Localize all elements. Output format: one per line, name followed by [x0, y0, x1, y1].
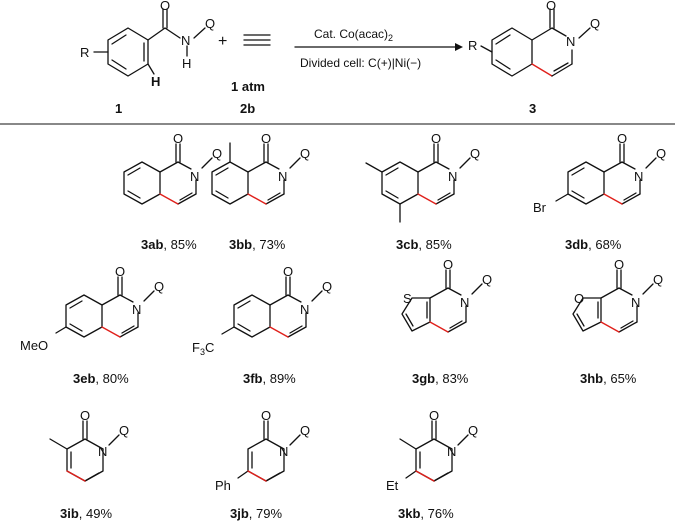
atom-q-3cb: Q — [470, 146, 480, 161]
substituent-et: Et — [386, 478, 399, 493]
atom-n-3db: N — [634, 169, 643, 184]
atom-o-3jb: O — [261, 408, 271, 423]
new-bond-3cb — [417, 193, 437, 205]
caption-3ib: 3ib, 49% — [60, 506, 112, 521]
atom-n-3fb: N — [300, 302, 309, 317]
atom-n: N — [181, 33, 190, 48]
reagent-pressure: 1 atm — [231, 79, 265, 94]
structure-3ib — [49, 420, 120, 482]
reactant-1-structure — [93, 8, 206, 77]
new-bond-3gb — [429, 321, 449, 333]
new-bond-3ab — [159, 193, 179, 205]
new-bond-3ib — [66, 470, 86, 482]
atom-h-ortho: H — [151, 74, 160, 89]
structure-3hb — [572, 269, 654, 333]
caption-3eb: 3eb, 80% — [73, 371, 129, 386]
new-bond-3kb — [415, 470, 435, 482]
atom-o-3fb: O — [283, 264, 293, 279]
new-bond-3fb — [269, 326, 289, 338]
atom-n-3hb: N — [631, 295, 640, 310]
structure-3fb — [221, 276, 323, 338]
atom-o-3hb: O — [614, 257, 624, 272]
atom-s-3gb: S — [403, 291, 412, 306]
atom-o-3ib: O — [80, 408, 90, 423]
substituent-meo: MeO — [20, 338, 48, 353]
structure-3gb — [401, 269, 483, 333]
atom-r: R — [80, 45, 89, 60]
caption-3bb: 3bb, 73% — [229, 237, 286, 252]
structure-3bb — [211, 142, 301, 205]
atom-o-3kb: O — [429, 408, 439, 423]
conditions-catalyst: Cat. Co(acac)2 — [314, 27, 393, 43]
atom-q-3bb: Q — [300, 146, 310, 161]
atom-n-3ab: N — [190, 169, 199, 184]
atom-q-3jb: Q — [300, 423, 310, 438]
reagent-label: 2b — [240, 101, 255, 116]
atom-n-3eb: N — [132, 302, 141, 317]
caption-3kb: 3kb, 76% — [398, 506, 454, 521]
atom-o-3eb: O — [115, 264, 125, 279]
atom-q-3db: Q — [656, 146, 666, 161]
atom-n-3jb: N — [279, 444, 288, 459]
caption-3fb: 3fb, 89% — [243, 371, 296, 386]
atom-h-nh: H — [182, 56, 191, 71]
atom-q-3ab: Q — [212, 146, 222, 161]
atom-o-3db: O — [617, 131, 627, 146]
substituent-br: Br — [533, 200, 547, 215]
atom-o-3ab: O — [173, 131, 183, 146]
reaction-arrow — [294, 43, 463, 51]
product-atom-r: R — [468, 38, 477, 53]
plus-sign: + — [218, 33, 227, 50]
atom-o: O — [160, 0, 170, 13]
caption-3gb: 3gb, 83% — [412, 371, 469, 386]
reactant-label: 1 — [115, 101, 122, 116]
structure-3eb — [55, 276, 155, 338]
atom-q-3fb: Q — [322, 279, 332, 294]
atom-n-3cb: N — [448, 169, 457, 184]
structure-3kb — [399, 420, 469, 482]
caption-3db: 3db, 68% — [565, 237, 622, 252]
acetylene-structure — [243, 34, 271, 46]
product-3-structure — [480, 8, 591, 77]
atom-q-3ib: Q — [119, 423, 129, 438]
atom-n-3gb: N — [460, 295, 469, 310]
new-bond-3hb — [600, 321, 620, 333]
atom-q: Q — [205, 16, 215, 31]
substituent-cf3: F3C — [192, 340, 214, 357]
atom-o-3cb: O — [431, 131, 441, 146]
caption-3jb: 3jb, 79% — [230, 506, 282, 521]
atom-o-3bb: O — [261, 131, 271, 146]
product-atom-q: Q — [590, 16, 600, 31]
caption-3ab: 3ab, 85% — [141, 237, 197, 252]
new-bond-3db — [603, 193, 623, 205]
product-label: 3 — [529, 101, 536, 116]
product-atom-n: N — [566, 34, 575, 49]
structure-3jb — [237, 420, 301, 482]
atom-q-3gb: Q — [482, 272, 492, 287]
product-atom-o: O — [546, 0, 556, 13]
atom-q-3hb: Q — [653, 272, 663, 287]
new-bond-3eb — [101, 326, 121, 338]
atom-n-3bb: N — [278, 169, 287, 184]
conditions-cell: Divided cell: C(+)|Ni(−) — [300, 56, 421, 70]
structure-3ab — [123, 143, 213, 205]
caption-3cb: 3cb, 85% — [396, 237, 452, 252]
atom-n-3kb: N — [447, 444, 456, 459]
atom-q-3kb: Q — [468, 423, 478, 438]
new-bond-3jb — [247, 470, 267, 482]
atom-o-3gb: O — [443, 257, 453, 272]
atom-q-3eb: Q — [154, 279, 164, 294]
caption-3hb: 3hb, 65% — [580, 371, 637, 386]
structure-3db — [555, 143, 657, 205]
substituent-ph: Ph — [215, 478, 231, 493]
atom-o-furan-3hb: O — [574, 291, 584, 306]
new-bond-3bb — [247, 193, 267, 205]
structure-3cb — [365, 143, 471, 223]
atom-n-3ib: N — [98, 444, 107, 459]
